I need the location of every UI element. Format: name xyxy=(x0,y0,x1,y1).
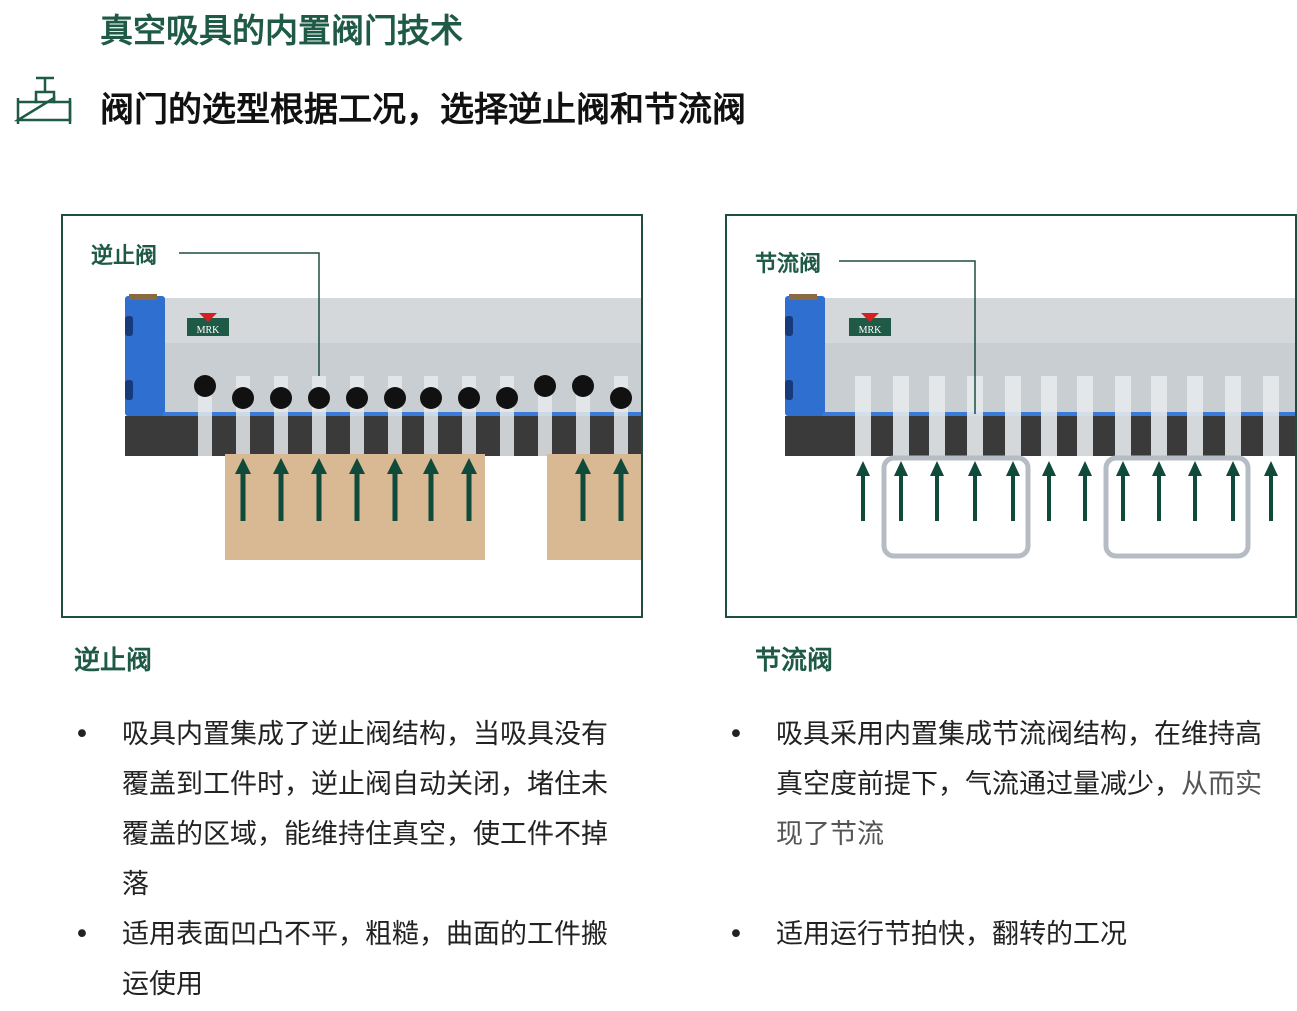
bullet-text: 吸具内置集成了逆止阀结构，当吸具没有覆盖到工件时，逆止阀自动关闭，堵住未覆盖的区… xyxy=(122,719,608,900)
bullet-marker: • xyxy=(728,719,744,750)
check-valve-section-title: 逆止阀 xyxy=(74,646,153,676)
throttle-valve-section-title: 节流阀 xyxy=(755,646,834,676)
check-valve-illustration: MRK xyxy=(125,252,641,560)
suction-channel xyxy=(1225,376,1241,456)
airflow-arrowhead xyxy=(423,458,439,474)
check-valve-callout: 逆止阀 xyxy=(91,244,158,269)
valve-ball xyxy=(534,375,556,397)
throttle-valve-illustration: MRK xyxy=(785,260,1295,559)
airflow-arrowhead xyxy=(930,461,944,476)
suction-channel xyxy=(1005,376,1021,456)
airflow-arrowhead xyxy=(349,458,365,474)
check-valve-bullets: • 吸具内置集成了逆止阀结构，当吸具没有覆盖到工件时，逆止阀自动关闭，堵住未覆盖… xyxy=(74,710,634,1010)
list-item: • 吸具采用内置集成节流阀结构，在维持高真空度前提下，气流通过量减少，从而实现了… xyxy=(728,710,1288,910)
brand-logo-text: MRK xyxy=(197,325,221,336)
airflow-arrowhead xyxy=(1188,461,1202,476)
valve-ball xyxy=(572,375,594,397)
check-valve-diagram: MRK 逆止阀 xyxy=(61,214,643,618)
suction-channel xyxy=(1115,376,1131,456)
airflow-arrowhead xyxy=(1042,461,1056,476)
suction-channel xyxy=(1187,376,1203,456)
suction-channel xyxy=(1077,376,1093,456)
suction-channel xyxy=(967,376,983,456)
suction-channel xyxy=(1151,376,1167,456)
airflow-arrowhead xyxy=(575,458,591,474)
valve-ball xyxy=(270,387,292,409)
page-title: 真空吸具的内置阀门技术 xyxy=(100,11,463,50)
bullet-marker: • xyxy=(74,719,90,750)
page-subtitle: 阀门的选型根据工况，选择逆止阀和节流阀 xyxy=(100,90,746,130)
brand-logo-text: MRK xyxy=(859,325,883,336)
airflow-arrowhead xyxy=(461,458,477,474)
airflow-arrowhead xyxy=(387,458,403,474)
airflow-arrowhead xyxy=(968,461,982,476)
airflow-arrowhead xyxy=(613,458,629,474)
bullet-text: 适用表面凹凸不平，粗糙，曲面的工件搬运使用 xyxy=(122,919,608,1000)
suction-channel xyxy=(1041,376,1057,456)
valve-ball xyxy=(420,387,442,409)
airflow-arrowhead xyxy=(235,458,251,474)
airflow-arrowhead xyxy=(1226,461,1240,476)
airflow-arrowhead xyxy=(1264,461,1278,476)
airflow-arrowhead xyxy=(1152,461,1166,476)
airflow-arrowhead xyxy=(856,461,870,476)
bullet-marker: • xyxy=(74,919,90,950)
airflow-arrowhead xyxy=(273,458,289,474)
valve-ball xyxy=(308,387,330,409)
throttle-valve-bullets: • 吸具采用内置集成节流阀结构，在维持高真空度前提下，气流通过量减少，从而实现了… xyxy=(728,710,1288,960)
suction-channel xyxy=(855,376,871,456)
airflow-arrowhead xyxy=(894,461,908,476)
list-item: • 适用表面凹凸不平，粗糙，曲面的工件搬运使用 xyxy=(74,910,634,1010)
bullet-text: 吸具采用内置集成节流阀结构，在维持高真空度前提下，气流通过量减少， xyxy=(776,719,1262,800)
list-item: • 适用运行节拍快，翻转的工况 xyxy=(728,910,1288,960)
airflow-arrowhead xyxy=(311,458,327,474)
bullet-text: 适用运行节拍快，翻转的工况 xyxy=(776,919,1127,950)
valve-ball xyxy=(194,375,216,397)
throttle-valve-callout: 节流阀 xyxy=(755,252,822,277)
valve-ball xyxy=(384,387,406,409)
valve-ball xyxy=(496,387,518,409)
airflow-arrowhead xyxy=(1006,461,1020,476)
valve-icon xyxy=(14,76,72,124)
valve-ball xyxy=(346,387,368,409)
valve-ball xyxy=(458,387,480,409)
bullet-text-muted: 从而实现了节流 xyxy=(776,769,1262,850)
airflow-arrowhead xyxy=(1116,461,1130,476)
throttle-valve-diagram: MRK 节流阀 xyxy=(725,214,1297,618)
suction-channel xyxy=(893,376,909,456)
bullet-marker: • xyxy=(728,919,744,950)
valve-ball xyxy=(610,387,632,409)
suction-channel xyxy=(1263,376,1279,456)
suction-channel xyxy=(929,376,945,456)
valve-ball xyxy=(232,387,254,409)
airflow-arrowhead xyxy=(1078,461,1092,476)
list-item: • 吸具内置集成了逆止阀结构，当吸具没有覆盖到工件时，逆止阀自动关闭，堵住未覆盖… xyxy=(74,710,634,910)
